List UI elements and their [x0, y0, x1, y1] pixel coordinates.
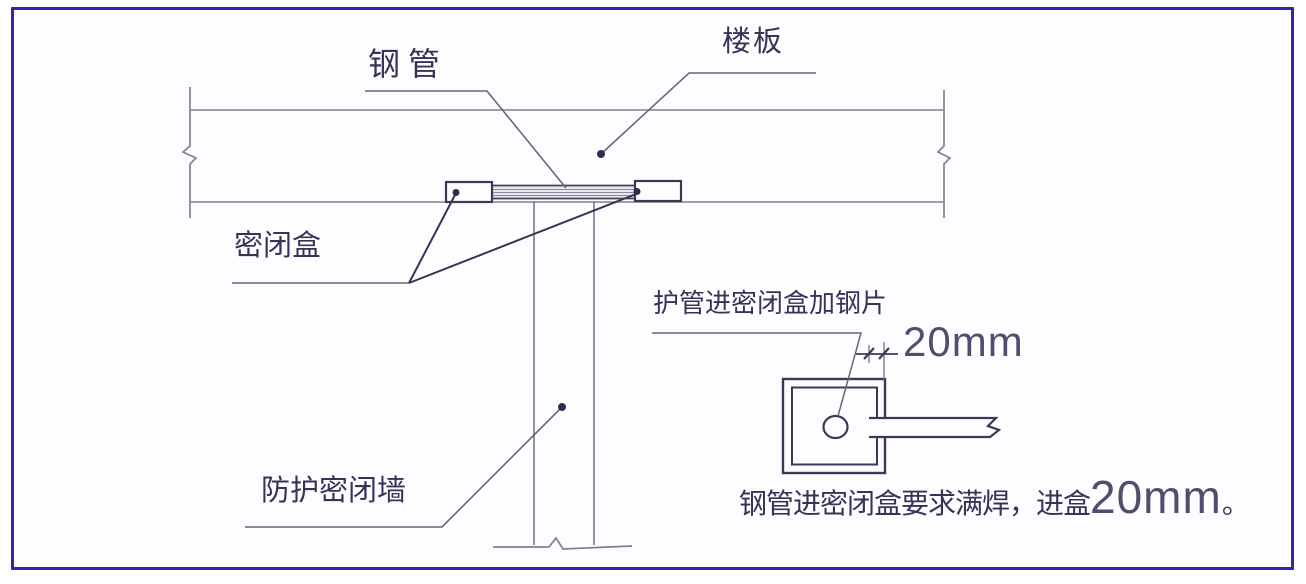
sealed-box-left — [444, 180, 494, 204]
floor-slab-lines — [190, 109, 943, 203]
sealed-box-right — [633, 179, 683, 203]
pipe-through-slab — [481, 184, 645, 200]
leader-steel-pipe — [365, 90, 567, 189]
drawing-frame — [11, 7, 1294, 570]
dimension-20mm-marks — [856, 342, 898, 379]
leader-floor-slab — [597, 72, 816, 158]
leader-protective-wall — [245, 403, 566, 528]
break-line-right — [936, 90, 952, 218]
footnote: 钢管进密闭盒要求满焊，进盒 20mm 。 — [739, 470, 1250, 524]
footnote-period: 。 — [1221, 488, 1250, 519]
leader-sleeve-plate — [652, 332, 862, 417]
steel-plate-hole — [822, 414, 849, 440]
detail-pipe — [869, 416, 1002, 439]
footnote-text: 钢管进密闭盒要求满焊，进盒 — [739, 488, 1091, 519]
footnote-dimension: 20mm — [1090, 471, 1222, 523]
label-steel-pipe: 钢管 — [368, 46, 449, 82]
label-floor-slab: 楼板 — [722, 26, 785, 58]
label-protective-sealed-wall: 防护密闭墙 — [261, 475, 407, 507]
label-dimension-20mm: 20mm — [903, 318, 1024, 365]
leader-sealed-box — [232, 188, 641, 284]
label-sealed-box: 密闭盒 — [234, 230, 322, 262]
wall-lines — [493, 201, 633, 550]
break-line-left — [181, 87, 198, 218]
label-sleeve-plate-note: 护管进密闭盒加钢片 — [653, 288, 888, 318]
